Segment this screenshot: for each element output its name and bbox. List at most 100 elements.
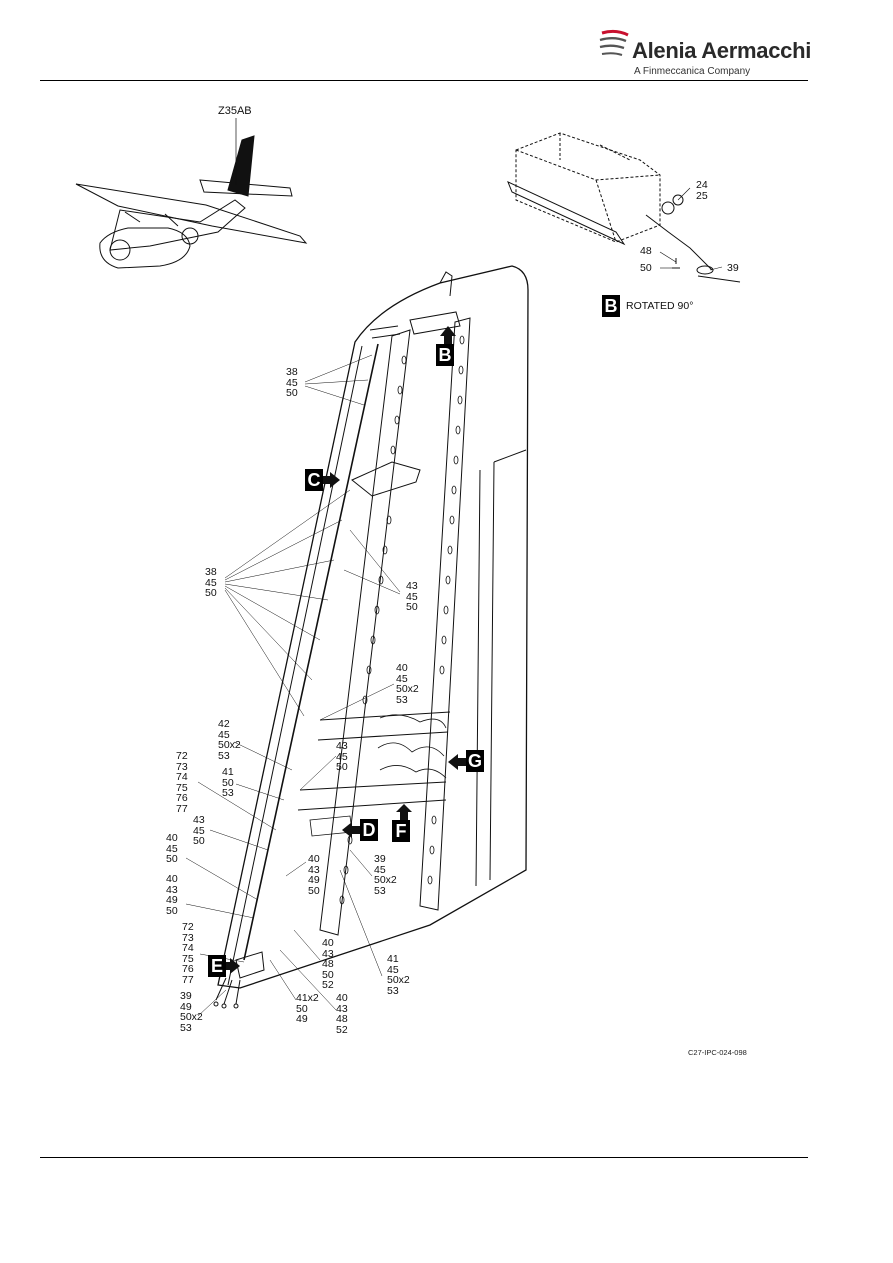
label-value: 53 [374, 884, 386, 897]
label-value: 43 [322, 947, 334, 960]
label-value: 73 [182, 931, 194, 944]
label-value: 72 [182, 921, 194, 933]
label-value: 45 [336, 750, 348, 763]
label-value: 74 [182, 942, 194, 954]
callout-g: G [466, 750, 484, 772]
detail-b-connector [507, 181, 741, 283]
label-value: 45 [205, 576, 217, 589]
label-value: 45 [218, 728, 230, 741]
label-value: 72 [176, 750, 188, 762]
label-value: 75 [176, 781, 188, 794]
label-value: 50 [166, 904, 178, 917]
label-value: 50x2 [180, 1011, 203, 1023]
label-value: 40 [166, 873, 178, 885]
label-value: 45 [406, 590, 418, 603]
label-value: 45 [396, 672, 408, 685]
label-value: 45 [286, 376, 298, 389]
label-value: 25 [696, 189, 708, 202]
label-value: 50 [308, 884, 320, 897]
detail-b-item-d: 39 [727, 262, 739, 274]
label-value: 43 [406, 580, 418, 592]
brand-name: Alenia Aermacchi [632, 38, 812, 63]
label-value: 43 [336, 740, 348, 752]
label-value: 41x2 [296, 992, 319, 1004]
label-value: 49 [180, 1000, 192, 1013]
label-value: 74 [176, 771, 188, 783]
label-value: 50x2 [374, 874, 397, 886]
label-value: 73 [176, 760, 188, 773]
label-value: 49 [308, 874, 320, 886]
footer-rule [40, 1157, 808, 1158]
label-value: 50x2 [396, 683, 419, 695]
label-value: 39 [180, 990, 192, 1002]
label-value: 50 [406, 601, 418, 613]
label-value: 42 [218, 718, 230, 730]
callout-d: D [360, 819, 378, 841]
detail-b-caption: ROTATED 90° [626, 300, 694, 312]
brand-logo [598, 27, 632, 61]
aircraft-thumbnail [75, 135, 308, 269]
label-value: 41 [387, 953, 399, 965]
label-value: 45 [193, 824, 205, 837]
figure-reference: C27-IPC-024-098 [688, 1048, 747, 1057]
label-value: 50 [296, 1002, 308, 1015]
label-value: 50 [205, 587, 217, 599]
detail-b-item-c: 50 [640, 262, 652, 274]
leader-lines [185, 354, 401, 1017]
label-value: 49 [166, 894, 178, 906]
callout-e: E [208, 955, 226, 977]
vertical-fin [213, 265, 529, 1009]
label-value: 50 [286, 387, 298, 399]
label-value: 52 [322, 979, 334, 991]
label-value: 43 [308, 863, 320, 876]
label-value: 77 [176, 802, 188, 815]
label-value: 39 [374, 853, 386, 865]
label-value: 41 [222, 766, 234, 778]
label-value: 43 [166, 883, 178, 896]
label-value: 48 [336, 1013, 348, 1025]
label-value: 40 [166, 832, 178, 844]
label-value: 50 [322, 968, 334, 981]
callout-f: F [392, 820, 410, 842]
label-value: 53 [218, 749, 230, 762]
label-value: 76 [182, 963, 194, 975]
brand-swoosh-icon [599, 29, 629, 56]
label-value: 50 [166, 853, 178, 865]
callout-c: C [305, 469, 323, 491]
label-value: 76 [176, 792, 188, 804]
label-value: 38 [286, 366, 298, 378]
detail-b-drawing [515, 132, 661, 243]
header-rule [40, 80, 808, 81]
detail-b-item-b: 48 [640, 245, 652, 257]
label-value: 53 [180, 1021, 192, 1034]
label-value: 40 [396, 662, 408, 674]
label-value: 49 [296, 1013, 308, 1025]
label-value: 43 [336, 1002, 348, 1015]
label-value: 53 [387, 984, 399, 997]
callout-arrows [222, 326, 466, 974]
label-value: 24 [696, 179, 708, 191]
brand-subtitle: A Finmeccanica Company [634, 66, 751, 77]
label-value: 40 [336, 992, 348, 1004]
label-value: 50 [193, 835, 205, 847]
label-value: 40 [322, 937, 334, 949]
label-value: 38 [205, 566, 217, 578]
label-value: 53 [222, 787, 234, 799]
wire-harness [243, 343, 379, 961]
